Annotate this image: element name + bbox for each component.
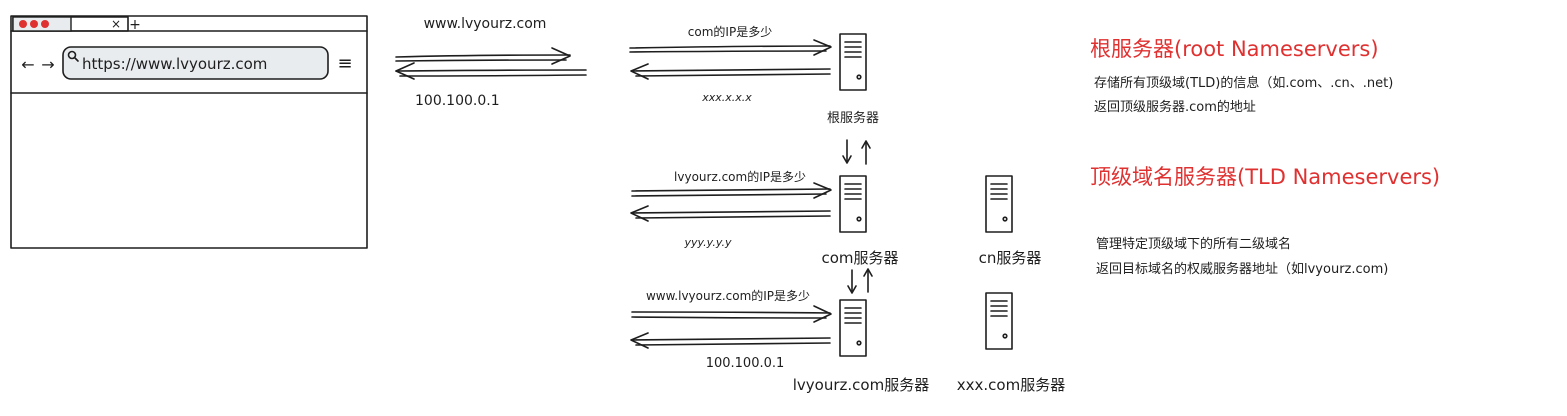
auth-response-arrow-2 <box>635 342 831 346</box>
lvyourz-server-icon <box>839 299 867 357</box>
root-flow: com的IP是多少 xxx.x.x.x 根服务器 <box>629 24 879 126</box>
root-note-title: 根服务器(root Nameservers) <box>1090 37 1379 61</box>
root-server-label: 根服务器 <box>827 110 879 126</box>
tld-note-line2: 返回目标域名的权威服务器地址（如lvyourz.com) <box>1096 261 1388 277</box>
root-response-arrowhead <box>630 63 649 80</box>
com-request-arrowhead <box>813 182 832 199</box>
com-server-label: com服务器 <box>821 249 898 267</box>
xxx-server-icon <box>985 292 1013 350</box>
auth-flow: www.lvyourz.com的IP是多少 100.100.0.1 lvyour… <box>630 288 1065 394</box>
root-response-arrow-2 <box>635 73 831 77</box>
url-text[interactable]: https://www.lvyourz.com <box>82 55 267 73</box>
root-request-arrow <box>629 45 831 49</box>
notes: 根服务器(root Nameservers) 存储所有顶级域(TLD)的信息（如… <box>1090 37 1440 277</box>
com-response-arrow <box>631 210 831 214</box>
browser-window: × + ← → https://www.lvyourz.com ≡ <box>10 15 368 249</box>
maximize-dot-icon[interactable] <box>41 20 49 28</box>
down-arrowhead-2 <box>847 285 857 294</box>
cn-server-label: cn服务器 <box>979 249 1042 267</box>
tld-note-line1: 管理特定顶级域下的所有二级域名 <box>1096 236 1291 252</box>
auth-request-label: www.lvyourz.com的IP是多少 <box>646 288 810 303</box>
forward-arrow-icon[interactable]: → <box>41 55 54 74</box>
browser-flow: www.lvyourz.com 100.100.0.1 <box>395 16 587 109</box>
root-note-line2: 返回顶级服务器.com的地址 <box>1094 99 1256 115</box>
menu-icon[interactable]: ≡ <box>337 53 352 74</box>
request-arrowhead <box>551 47 571 65</box>
minimize-dot-icon[interactable] <box>30 20 38 28</box>
down-arrowhead <box>842 155 852 164</box>
browser-response-label: 100.100.0.1 <box>415 93 500 109</box>
com-server-icon <box>839 175 867 233</box>
address-bar[interactable] <box>62 46 329 80</box>
auth-request-arrowhead <box>813 305 832 323</box>
auth-response-label: 100.100.0.1 <box>706 356 785 371</box>
browser-frame <box>10 15 368 249</box>
root-response-arrow <box>631 68 831 72</box>
com-request-arrow <box>631 188 831 192</box>
xxx-server-label: xxx.com服务器 <box>957 376 1065 394</box>
com-response-arrow-2 <box>635 215 831 219</box>
response-arrow-line-2 <box>399 74 587 77</box>
com-response-label: yyy.y.y.y <box>684 236 732 249</box>
new-tab-icon[interactable]: + <box>129 17 141 33</box>
browser-request-label: www.lvyourz.com <box>424 16 547 32</box>
root-com-arrows <box>842 139 871 165</box>
auth-request-arrow <box>631 311 831 314</box>
com-response-arrowhead <box>630 205 649 222</box>
back-arrow-icon[interactable]: ← <box>21 55 34 74</box>
response-arrowhead <box>395 62 415 80</box>
cn-server-icon <box>985 175 1013 233</box>
root-request-arrowhead <box>813 39 832 56</box>
auth-request-arrow-2 <box>631 316 827 319</box>
lvyourz-server-label: lvyourz.com服务器 <box>793 376 929 394</box>
root-response-label: xxx.x.x.x <box>701 91 752 104</box>
up-arrowhead <box>861 140 871 149</box>
up-arrowhead-2 <box>863 268 873 277</box>
request-arrow-line <box>395 54 571 58</box>
tab-close-icon[interactable]: × <box>111 17 121 31</box>
com-auth-arrows <box>847 268 873 294</box>
response-arrow-line <box>395 69 587 72</box>
root-server-icon <box>839 33 867 91</box>
root-request-arrow-2 <box>629 50 827 53</box>
auth-response-arrow <box>631 337 831 341</box>
tld-note-title: 顶级域名服务器(TLD Nameservers) <box>1090 165 1440 189</box>
close-dot-icon[interactable] <box>19 20 27 28</box>
root-note-line1: 存储所有顶级域(TLD)的信息（如.com、.cn、.net) <box>1094 75 1393 91</box>
auth-response-arrowhead <box>630 332 649 349</box>
com-request-label: lvyourz.com的IP是多少 <box>674 169 806 184</box>
search-icon <box>67 50 79 62</box>
com-flow: lvyourz.com的IP是多少 yyy.y.y.y com服务器 cn服务器 <box>630 169 1042 267</box>
request-arrow-line-2 <box>395 59 567 62</box>
com-request-arrow-2 <box>631 193 827 197</box>
root-request-label: com的IP是多少 <box>688 24 772 39</box>
